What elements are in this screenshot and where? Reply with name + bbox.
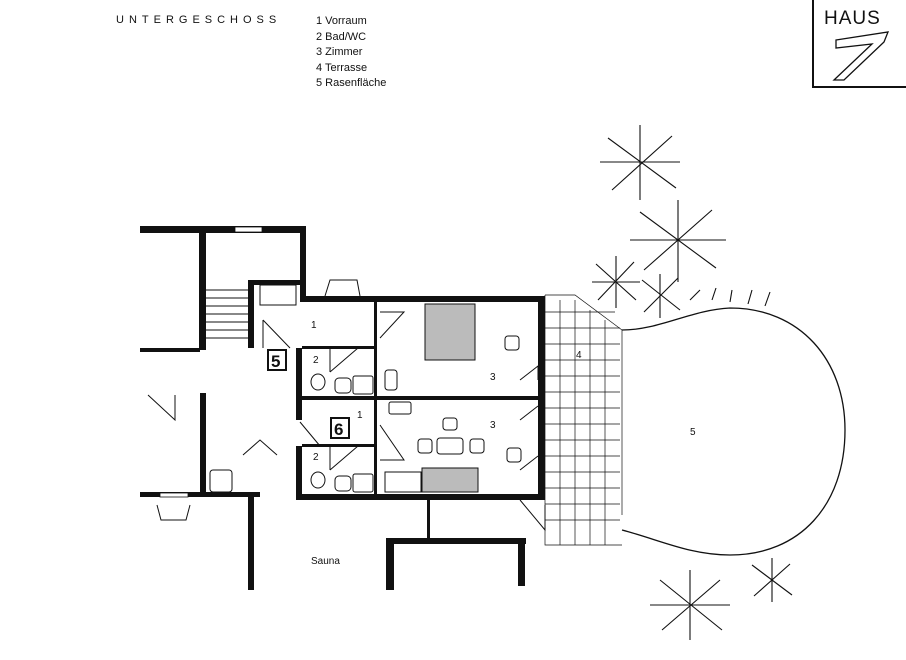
label-sauna: Sauna (311, 556, 340, 567)
terrace-grid (544, 294, 623, 546)
haus-logo: HAUS (812, 0, 906, 88)
bed (424, 303, 476, 361)
legend-item: 5 Rasenfläche (316, 77, 387, 89)
trees (592, 125, 793, 640)
legend-item: 2 Bad/WC (316, 30, 367, 43)
label-vorraum: 1 (311, 320, 317, 331)
bed (421, 467, 479, 493)
label-vorraum: 1 (357, 410, 363, 421)
legend-item: 4 Terrasse (316, 61, 368, 74)
stairs (206, 289, 248, 339)
unit-6-label: 6 (334, 420, 343, 439)
label-bad: 2 (313, 355, 319, 366)
fixtures (147, 279, 546, 532)
label-terrasse: 4 (576, 350, 582, 361)
label-zimmer: 3 (490, 420, 496, 431)
walls (140, 226, 545, 590)
room-labels: 1 2 3 1 2 3 4 5 Sauna (311, 320, 696, 567)
room-legend: 1 Vorraum 2 Bad/WC 3 Zimmer 4 Terrasse 5… (316, 14, 386, 92)
lawn-outline (621, 307, 846, 556)
label-zimmer: 3 (490, 372, 496, 383)
legend-item: 1 Vorraum (316, 15, 367, 27)
label-bad: 2 (313, 452, 319, 463)
legend-item: 3 Zimmer (316, 46, 363, 58)
seven-glyph-icon (832, 31, 890, 81)
unit-5-label: 5 (271, 352, 280, 371)
floor-title: UNTERGESCHOSS (116, 14, 282, 26)
label-rasen: 5 (690, 427, 696, 438)
unit-labels: 5 6 (267, 349, 350, 439)
